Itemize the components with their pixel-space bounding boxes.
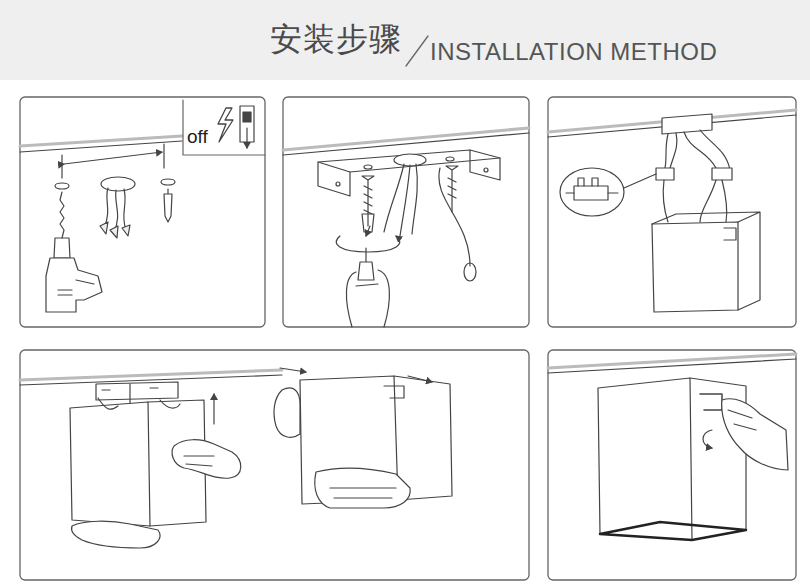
- drill-step-part: [164, 189, 172, 222]
- finish-step-part: [728, 410, 756, 430]
- drill-step: [20, 136, 182, 312]
- bracket-step-part: [439, 168, 470, 266]
- bracket-step-part: [318, 150, 500, 172]
- wiring-step-part: [656, 168, 674, 180]
- wiring-step-part: [712, 168, 732, 180]
- mount-step-part: [20, 370, 282, 380]
- bracket-step-part: [362, 214, 374, 232]
- wiring-step-part: [566, 178, 618, 193]
- mount-step-part: [315, 468, 410, 508]
- bracket-step-part: [394, 154, 426, 166]
- power-switch-part: [243, 112, 251, 122]
- mount-step-part: [280, 368, 306, 372]
- wiring-step-part: [662, 114, 712, 134]
- switch-label: off: [186, 126, 209, 148]
- bracket-step-part: [446, 157, 454, 161]
- bracket-step: [283, 128, 529, 327]
- mount-step-part: [213, 394, 214, 424]
- mount-step-part: [172, 440, 241, 479]
- power-switch-part: [218, 108, 233, 142]
- power-switch: [183, 100, 265, 155]
- drill-step-part: [46, 258, 102, 312]
- page-title: 安装步骤: [270, 18, 402, 62]
- wiring-step-part: [548, 115, 796, 137]
- bracket-step-part: [346, 270, 389, 327]
- bracket-step-part: [464, 263, 476, 281]
- mount-step-part: [384, 386, 404, 398]
- drill-step-part: [101, 177, 135, 191]
- panel-frame-part: [20, 350, 529, 580]
- panel-frame: [20, 97, 796, 580]
- wiring-step: [548, 110, 796, 312]
- wiring-step-part: [560, 168, 624, 216]
- mount-step: [20, 368, 452, 548]
- bracket-step-part: [336, 182, 340, 186]
- bracket-step-part: [384, 164, 417, 236]
- wiring-step-part: [652, 222, 738, 312]
- wiring-step-part: [652, 212, 760, 310]
- mount-step-part: [70, 402, 150, 526]
- bracket-step-part: [283, 133, 529, 155]
- drill-step-part: [163, 144, 164, 168]
- mount-step-part: [98, 398, 180, 409]
- mount-step-part: [184, 456, 214, 466]
- mount-step-part: [330, 488, 396, 498]
- bracket-step-part: [358, 248, 374, 280]
- bracket-step-part: [336, 236, 400, 252]
- drill-step-part: [61, 155, 62, 178]
- bracket-step-part: [362, 176, 374, 226]
- subtitle: INSTALLATION METHOD: [430, 38, 717, 66]
- finish-step-part: [700, 394, 722, 410]
- drill-step-part: [64, 152, 162, 164]
- header-band-part: [406, 36, 428, 66]
- mount-step-part: [96, 382, 178, 400]
- finish-step-part: [703, 430, 712, 448]
- mount-step-part: [102, 384, 158, 406]
- panel-frame-part: [20, 97, 265, 327]
- power-switch-part: [246, 128, 247, 148]
- wiring-step-part: [574, 186, 608, 200]
- bracket-step-part: [366, 226, 370, 236]
- mount-step-part: [408, 376, 432, 382]
- drill-step-part: [55, 183, 69, 189]
- finish-step-part: [722, 399, 788, 470]
- panel-frame-part: [548, 350, 796, 580]
- header-band-part: [0, 0, 810, 80]
- finish-step-part: [600, 522, 746, 540]
- bracket-step-part: [283, 128, 529, 150]
- panel-frame-part: [283, 97, 529, 327]
- mount-step-part: [274, 388, 300, 437]
- finish-step-part: [548, 359, 796, 373]
- finish-step: [548, 354, 796, 540]
- mount-step-part: [71, 521, 160, 548]
- bracket-step-part: [484, 168, 488, 172]
- drill-step-part: [60, 192, 64, 238]
- drill-step-part: [20, 136, 182, 146]
- drill-step-part: [58, 280, 94, 295]
- wiring-step-part: [724, 228, 736, 240]
- header-band: [0, 0, 810, 80]
- drill-step-part: [100, 222, 130, 238]
- bracket-step-part: [364, 165, 372, 169]
- power-switch-part: [183, 100, 265, 155]
- drill-step-part: [20, 141, 182, 152]
- drill-step-part: [54, 238, 70, 258]
- finish-step-part: [598, 378, 692, 540]
- wiring-step-part: [624, 174, 656, 188]
- panel-frame-part: [548, 97, 796, 327]
- drill-step-part: [161, 179, 175, 185]
